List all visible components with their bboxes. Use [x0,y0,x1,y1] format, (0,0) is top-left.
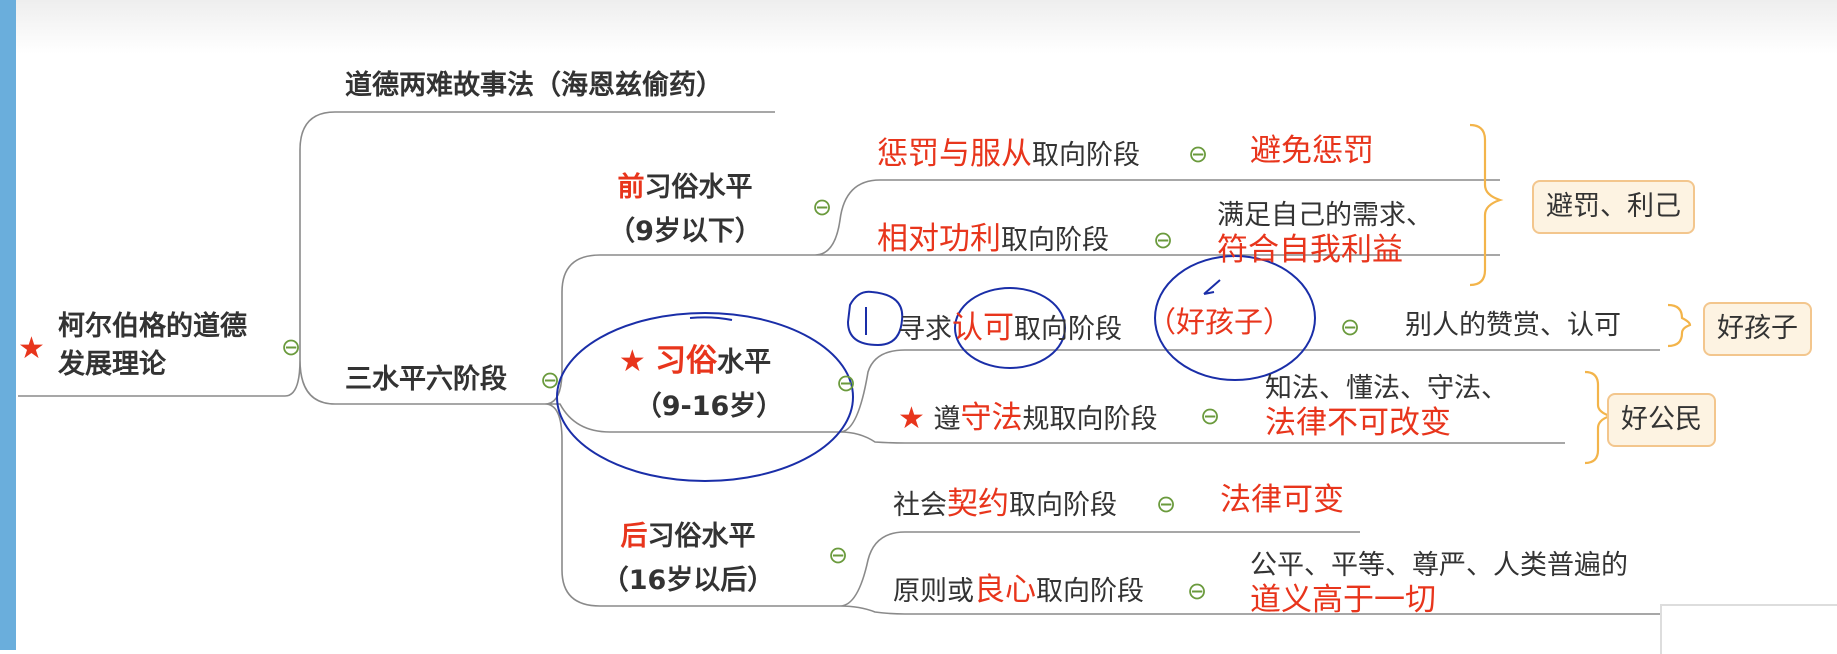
summary-tag-avoid-punish[interactable]: 避罚、利己 [1532,180,1695,234]
method-node[interactable]: 道德两难故事法（海恩兹偷药） [345,70,723,101]
stage6-key: 良心 [974,572,1036,608]
ink-circle-paren [1154,255,1316,381]
collapse-stage3-toggle[interactable]: ⊖ [1340,313,1361,341]
level-pre[interactable]: 前习俗水平 （9岁以下） [600,166,770,254]
stage1-result[interactable]: 避免惩罚 [1250,133,1374,169]
stage4-note-line2: 法律不可改变 [1265,405,1451,442]
stage3-note[interactable]: 别人的赞赏、认可 [1405,310,1621,341]
collapse-framework-toggle[interactable]: ⊖ [540,366,561,394]
stage3-pre: 寻求 [898,314,952,345]
level-post-prefix: 后 [620,521,648,552]
framework-node[interactable]: 三水平六阶段 [345,364,507,395]
stage2-note-line2: 符合自我利益 [1217,232,1403,269]
ink-stroke-top [689,316,733,321]
level-pre-age: （9岁以下） [608,216,762,247]
stage1-rest: 取向阶段 [1032,140,1140,171]
stage1-key: 惩罚与服从 [877,136,1032,172]
collapse-stage5-toggle[interactable]: ⊖ [1156,490,1177,518]
stage2-note[interactable]: 满足自己的需求、 符合自我利益 [1217,200,1433,270]
collapse-conv-level-toggle[interactable]: ⊖ [836,369,857,397]
level-pre-label: 习俗水平 [644,172,753,203]
collapse-stage6-toggle[interactable]: ⊖ [1187,577,1208,605]
ink-arrow [1203,279,1221,295]
stage5-node[interactable]: 社会契约取向阶段 [893,486,1117,523]
stage5-pre: 社会 [893,490,947,521]
summary-tag-good-citizen[interactable]: 好公民 [1607,393,1716,447]
stage2-node[interactable]: 相对功利取向阶段 [877,221,1109,258]
collapse-post-level-toggle[interactable]: ⊖ [828,541,849,569]
stage4-node[interactable]: ★ 遵守法规取向阶段 [898,400,1158,437]
stage5-rest: 取向阶段 [1009,490,1117,521]
stage4-key: 守法 [960,400,1023,436]
level-post[interactable]: 后习俗水平 （16岁以后） [598,515,778,603]
level-post-label: 习俗水平 [647,521,756,552]
collapse-pre-level-toggle[interactable]: ⊖ [812,193,833,221]
stage2-note-line1: 满足自己的需求、 [1217,200,1433,231]
collapse-stage1-toggle[interactable]: ⊖ [1188,140,1209,168]
stage3-rest: 取向阶段 [1014,314,1122,345]
level-conv-star-icon: ★ [618,344,646,379]
stage6-pre: 原则或 [893,576,974,607]
stage5-result[interactable]: 法律可变 [1220,482,1344,518]
level-conv-key: 习俗 [655,343,718,379]
stage4-pre: 遵 [933,404,961,435]
root-topic[interactable]: 柯尔伯格的道德发展理论 [58,311,247,380]
stage4-note-line1: 知法、懂法、守法、 [1265,373,1508,404]
level-conv-age: （9-16岁） [634,391,784,422]
brace-a [1469,123,1504,287]
pre-split [814,179,1500,256]
root-split [284,111,775,405]
brace-b [1667,303,1692,348]
ink-circle-level [556,312,854,482]
level-conv[interactable]: ★ 习俗水平 （9-16岁） [600,339,790,429]
corner-thumbnail [1660,604,1837,654]
ink-circle-stage-mark [846,290,904,347]
stage6-node[interactable]: 原则或良心取向阶段 [893,572,1144,609]
stage6-rest: 取向阶段 [1036,576,1144,607]
conv-split [839,349,1660,444]
level-post-age: （16岁以后） [601,565,775,596]
root-star-icon: ★ [18,331,45,366]
left-edge-bar [0,0,16,650]
stage6-note-line2: 道义高于一切 [1250,582,1436,619]
post-split [839,531,1660,615]
framework-split [544,254,840,607]
stage4-note[interactable]: 知法、懂法、守法、 法律不可改变 [1265,373,1508,443]
stage2-key: 相对功利 [877,221,1001,257]
stage3-node[interactable]: 寻求认可取向阶段 [898,310,1122,347]
collapse-root-toggle[interactable]: ⊖ [281,333,302,361]
top-shade [16,0,1837,54]
stage4-star-icon: ★ [898,401,925,436]
stage3-key: 认可 [952,310,1014,346]
stage1-node[interactable]: 惩罚与服从取向阶段 [877,136,1140,173]
stage6-note-line1: 公平、平等、尊严、人类普遍的 [1250,550,1628,581]
ink-circle-key [954,287,1066,369]
level-conv-label: 水平 [717,347,772,378]
summary-tag-good-child[interactable]: 好孩子 [1703,302,1812,356]
level-pre-prefix: 前 [617,172,645,203]
stage4-rest: 规取向阶段 [1022,404,1158,435]
stage5-key: 契约 [947,486,1009,522]
collapse-stage2-toggle[interactable]: ⊖ [1153,226,1174,254]
stage6-note[interactable]: 公平、平等、尊严、人类普遍的 道义高于一切 [1250,550,1628,620]
stage3-paren: （好孩子） [1147,305,1293,339]
stage2-rest: 取向阶段 [1001,225,1109,256]
collapse-stage4-toggle[interactable]: ⊖ [1200,402,1221,430]
